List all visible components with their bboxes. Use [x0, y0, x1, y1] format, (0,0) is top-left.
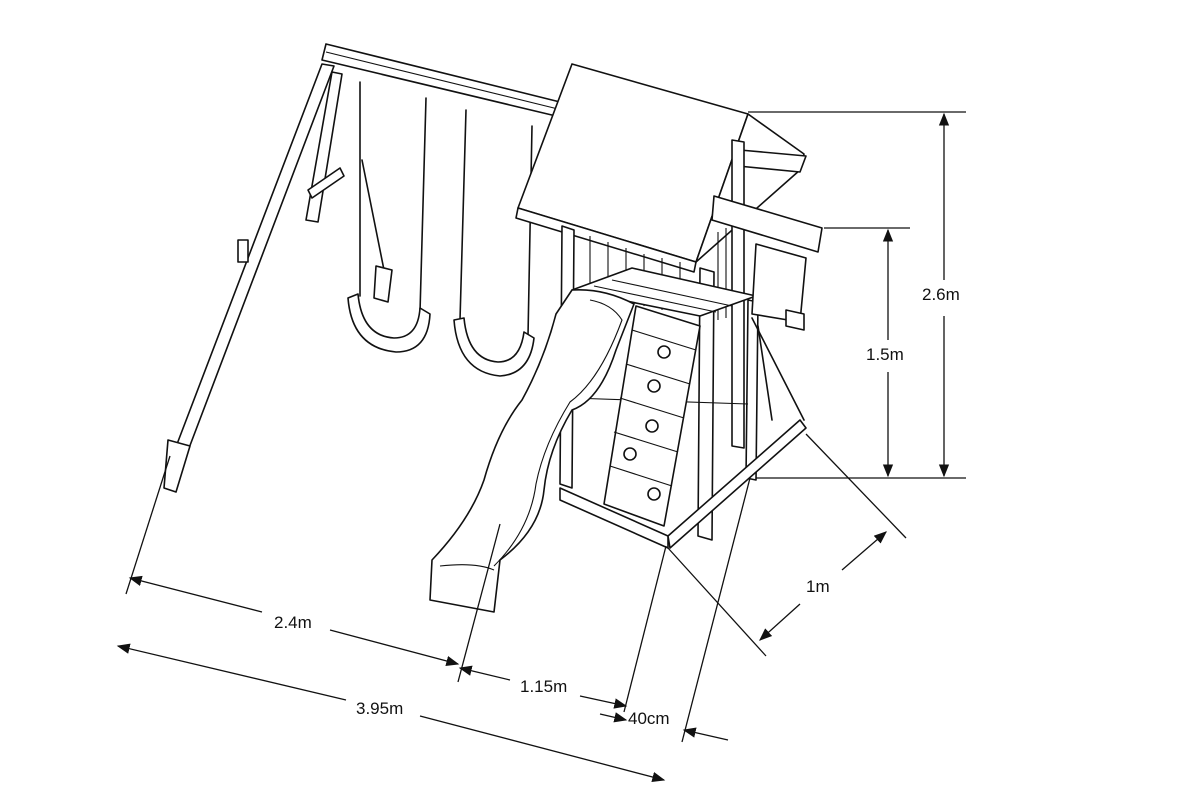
dim-swing-frame-width: 2.4m [274, 613, 312, 632]
swing-left [347, 81, 431, 353]
dim-platform-height: 1.5m [866, 345, 904, 364]
swing-frame-leg-front [173, 63, 335, 457]
climbing-wall [603, 305, 701, 527]
wave-slide [429, 288, 635, 613]
swing-right [453, 109, 535, 377]
dim-side-gap: 40cm [628, 709, 670, 728]
dim-depth: 1m [806, 577, 830, 596]
swing-frame [163, 43, 561, 493]
dimension-lines [116, 111, 966, 783]
dim-total-width: 3.95m [356, 699, 403, 718]
dim-total-height: 2.6m [922, 285, 960, 304]
dim-tower-width: 1.15m [520, 677, 567, 696]
